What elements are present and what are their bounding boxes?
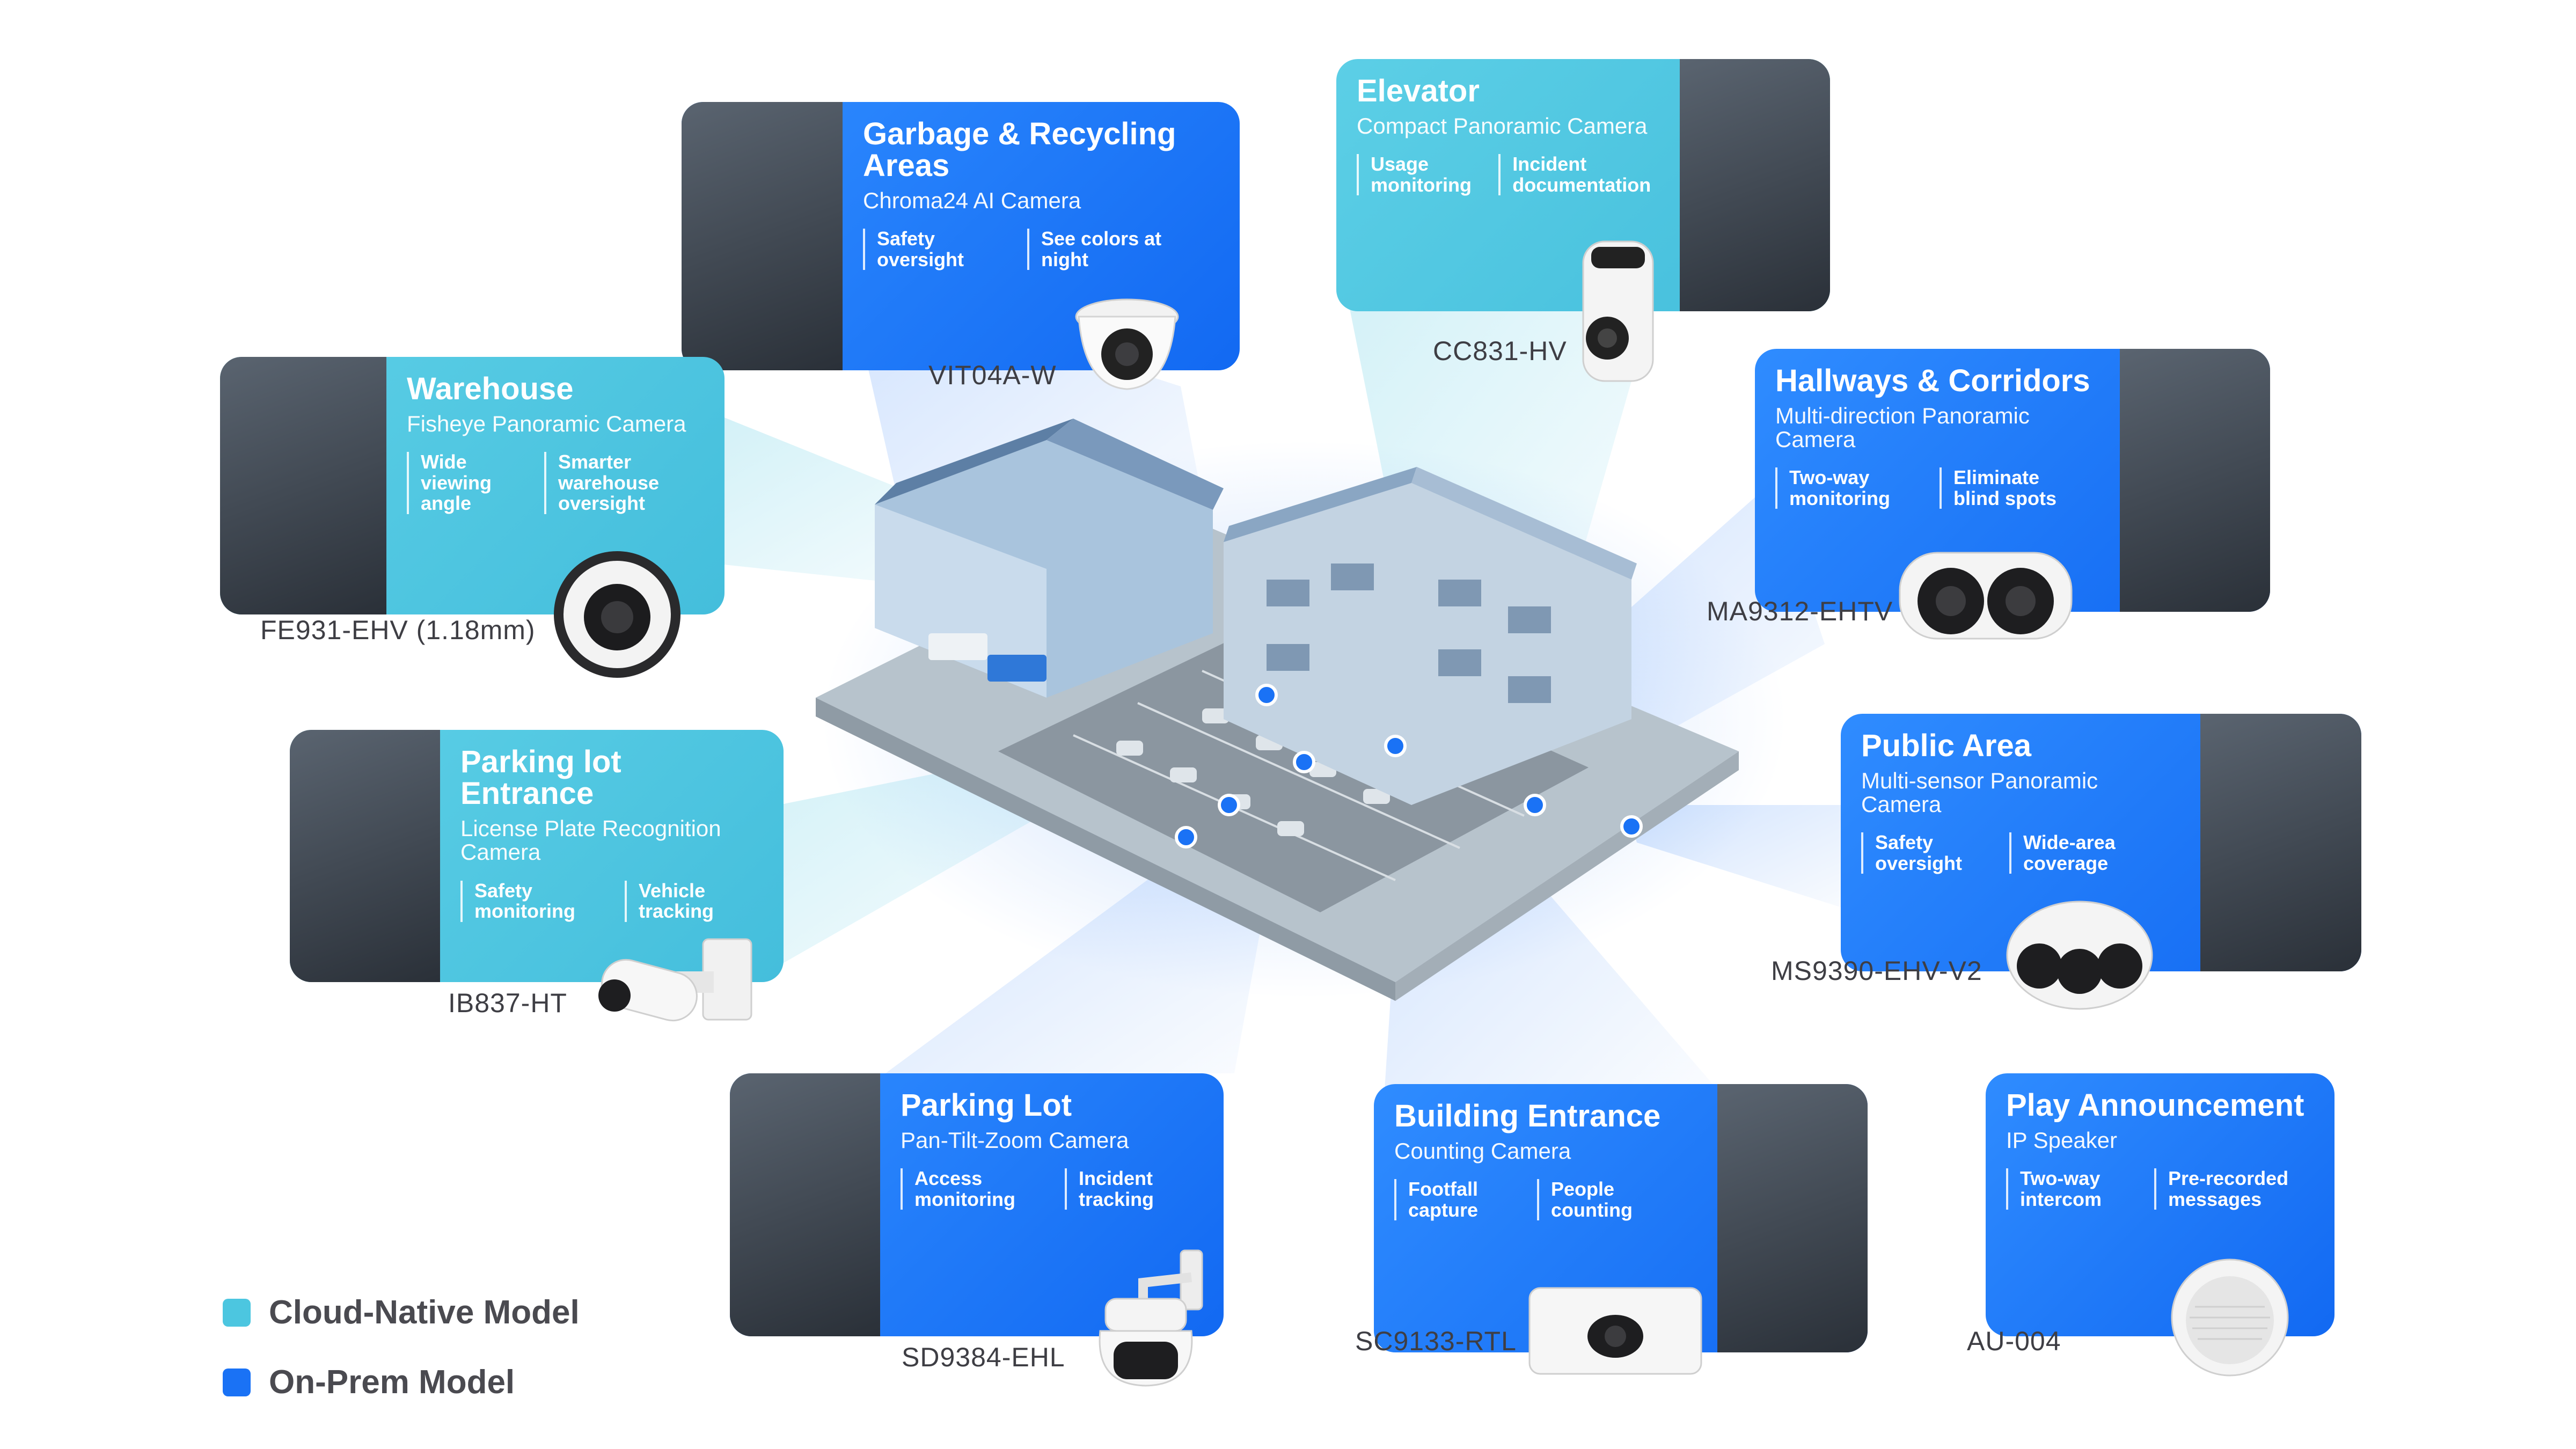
feature-label: Usage monitoring [1357,153,1477,196]
feature-label: Incident tracking [1065,1168,1186,1210]
cloud-native-swatch [223,1298,251,1327]
feature-label: Safety oversight [1861,832,1988,874]
card-title: Building Entrance [1394,1099,1661,1133]
model-label: FE931-EHV (1.18mm) [260,615,536,645]
feature-label: Two-way intercom [2006,1168,2133,1210]
card-title: Parking lot Entrance [460,744,621,811]
model-label: MA9312-EHTV [1707,596,1893,626]
campus-illustration [816,419,1787,1001]
feature-label: Incident documentation [1498,153,1659,196]
feature-label: People counting [1537,1179,1658,1221]
legend-on-prem: On-Prem Model [223,1363,515,1401]
card-subtitle: Multi-direction Panoramic Camera [1775,403,2030,452]
glass-entrance-photo [1717,1084,1868,1352]
model-label: CC831-HV [1433,336,1567,366]
feature-label: Eliminate blind spots [1940,467,2082,509]
feature-label: Safety oversight [863,229,1006,270]
card-subtitle: Counting Camera [1394,1138,1571,1164]
car-gate-photo [290,730,440,982]
card-subtitle: Pan-Tilt-Zoom Camera [901,1128,1129,1153]
elevator-woman-photo [1680,59,1830,311]
legend-label: On-Prem Model [269,1364,515,1401]
feature-label: Vehicle tracking [625,880,746,922]
dome-camera-icon [1075,298,1179,390]
feature-label: Two-way monitoring [1775,467,1918,509]
feature-label: Smarter warehouse oversight [544,452,692,514]
card-subtitle: Multi-sensor Panoramic Camera [1861,768,2098,817]
legend-cloud-native: Cloud-Native Model [223,1293,580,1331]
card-subtitle: License Plate Recognition Camera [460,816,721,865]
card-subtitle: Fisheye Panoramic Camera [407,411,686,437]
card-subtitle: IP Speaker [2006,1128,2118,1153]
legend-label: Cloud-Native Model [269,1294,580,1331]
card-title: Parking Lot [901,1088,1072,1123]
feature-label: Footfall capture [1394,1179,1516,1221]
office-building [1224,483,1631,805]
card-title: Garbage & Recycling Areas [863,116,1176,184]
card-subtitle: Chroma24 AI Camera [863,188,1081,214]
compact-camera-icon [1582,240,1654,382]
card-hallways-corridors: Hallways & Corridors Multi-direction Pan… [1755,349,2270,612]
speaker-icon [2171,1258,2289,1377]
feature-label: Wide viewing angle [407,452,523,514]
card-title: Warehouse [407,371,574,406]
card-title: Public Area [1861,728,2031,763]
model-label: IB837-HT [448,988,567,1018]
model-label: AU-004 [1967,1326,2061,1356]
feature-label: Access monitoring [901,1168,1043,1210]
corridor-people-photo [2120,349,2270,612]
card-public-area: Public Area Multi-sensor Panoramic Camer… [1841,714,2361,971]
feature-label: Wide-area coverage [2009,832,2147,874]
multi-sensor-camera-icon [2006,901,2153,1010]
on-prem-swatch [223,1368,251,1396]
dual-lens-camera-icon [1899,552,2073,640]
playground-aerial-photo [2200,714,2361,971]
feature-label: See colors at night [1027,229,1170,270]
model-label: VIT04A-W [928,360,1057,390]
card-title: Hallways & Corridors [1775,363,2090,398]
garage-cars-photo [730,1073,880,1336]
card-parking-lot-entrance: Parking lot Entrance License Plate Recog… [290,730,784,982]
model-label: MS9390-EHV-V2 [1771,956,1982,986]
forklift-warehouse-photo [220,357,386,614]
feature-label: Safety monitoring [460,880,603,922]
model-label: SC9133-RTL [1355,1326,1517,1356]
feature-label: Pre-recorded messages [2154,1168,2297,1210]
bullet-camera-icon [598,938,752,1022]
fisheye-camera-icon [554,551,680,678]
card-title: Play Announcement [2006,1088,2304,1123]
card-title: Elevator [1357,74,1480,108]
garbage-bag-photo [682,102,843,370]
counting-camera-icon [1528,1287,1702,1375]
card-subtitle: Compact Panoramic Camera [1357,113,1648,139]
ptz-camera-icon [1099,1249,1203,1387]
model-label: SD9384-EHL [902,1342,1065,1372]
